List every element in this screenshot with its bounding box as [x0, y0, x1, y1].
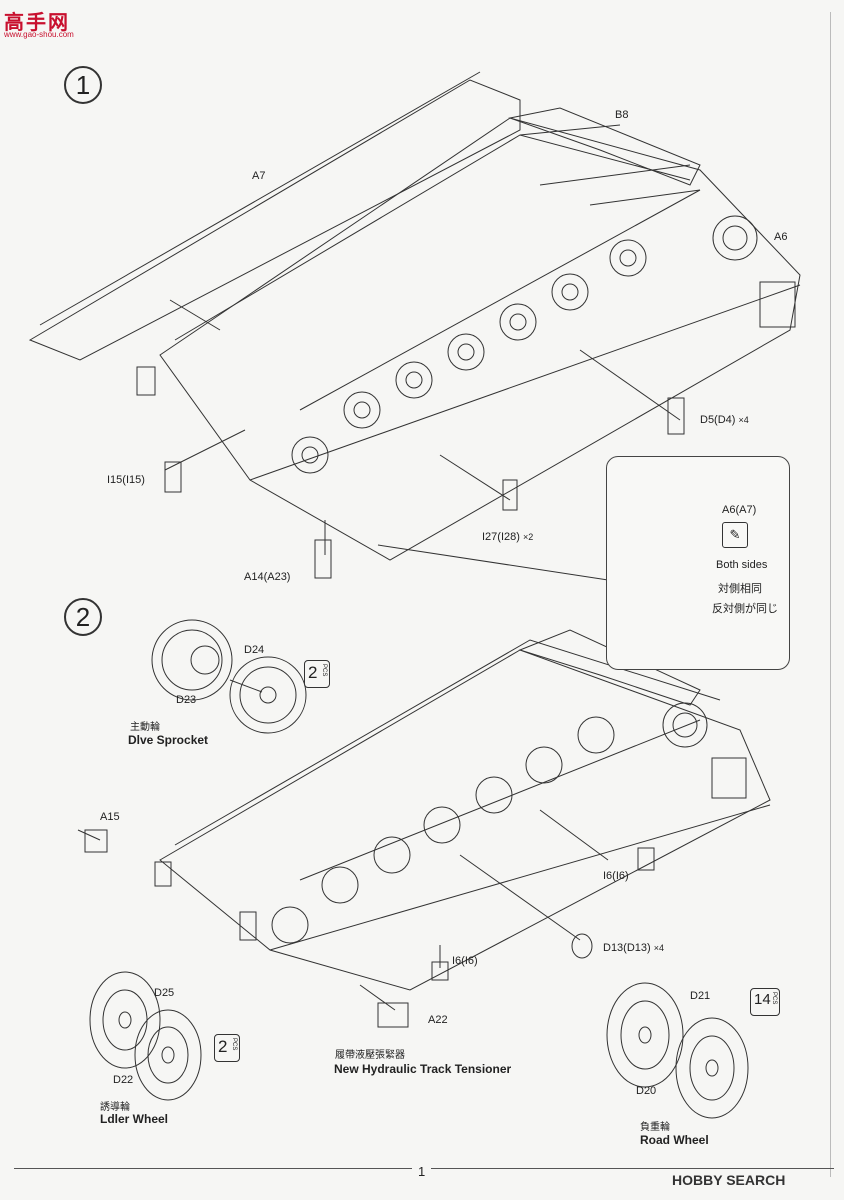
pcs-badge-sprocket: 2 PCS: [304, 660, 330, 688]
step2-road-wheels: [271, 716, 615, 944]
step-1-number: 1: [64, 66, 102, 104]
part-label-i6-upper: I6(I6): [603, 870, 629, 882]
sprocket-caption-cn: 主動輪: [130, 722, 160, 733]
part-label-a7: A7: [252, 170, 266, 182]
site-watermark: 高手网: [4, 12, 70, 34]
inset-note-jp: 反対側が同じ: [712, 602, 778, 615]
part-label-i15: I15(I15): [107, 474, 145, 486]
part-label-d24: D24: [244, 644, 265, 656]
part-label-d23: D23: [176, 694, 197, 706]
hobby-search-watermark: HOBBY SEARCH: [672, 1172, 786, 1188]
step2-hull: [159, 629, 771, 991]
step2-sprocket-d24: [229, 656, 307, 734]
step2-part-leaders: [77, 809, 655, 1028]
part-label-d13-qty: ×4: [653, 943, 665, 953]
part-label-d5: D5(D4) ×4: [700, 414, 749, 426]
idler-caption-en: Ldler Wheel: [100, 1112, 169, 1126]
page-frame: [14, 12, 831, 1177]
pcs-count: 2: [308, 663, 318, 682]
part-label-d25: D25: [154, 987, 175, 999]
part-label-b8: B8: [615, 109, 629, 121]
road-wheel-caption-en: Road Wheel: [640, 1133, 709, 1147]
idler-caption-cn: 誘導輪: [100, 1102, 130, 1113]
sprocket-caption-en: Dlve Sprocket: [128, 733, 209, 747]
part-label-i27-qty: ×2: [522, 532, 534, 542]
road-wheel-caption-cn: 負重輪: [640, 1122, 670, 1133]
step2-sprocket-d23: [151, 619, 233, 701]
inset-detail-box: [606, 456, 790, 670]
part-label-d21: D21: [690, 990, 711, 1002]
part-label-d22: D22: [113, 1074, 134, 1086]
part-label-a14: A14(A23): [244, 571, 291, 583]
step1-side-plate-a7: [28, 71, 521, 361]
step1-part-leaders: [136, 299, 685, 581]
inset-note-en: Both sides: [716, 559, 768, 571]
pcs-badge-road-wheel: 14 PCS: [750, 988, 780, 1016]
tensioner-caption-cn: 履帶液壓張緊器: [335, 1050, 405, 1061]
pcs-unit: PCS: [771, 992, 777, 1005]
pcs-badge-idler: 2 PCS: [214, 1034, 240, 1062]
cement-icon: ✎: [722, 522, 748, 548]
page-number: 1: [412, 1164, 432, 1179]
step1-hull: [159, 107, 801, 561]
pcs-unit: PCS: [321, 664, 327, 677]
tensioner-caption-en: New Hydraulic Track Tensioner: [334, 1062, 512, 1076]
step-2-number: 2: [64, 598, 102, 636]
pcs-count: 14: [754, 991, 771, 1008]
part-label-i6-lower: I6(I6): [452, 955, 478, 967]
part-label-d5-code: D5(D4): [700, 414, 736, 426]
part-label-d5-qty: ×4: [738, 415, 749, 425]
part-label-i27: I27(I28) ×2: [482, 531, 533, 543]
part-label-d13: D13(D13) ×4: [603, 942, 664, 954]
pcs-count: 2: [218, 1037, 228, 1056]
site-watermark-url: www.gao-shou.com: [4, 30, 74, 39]
part-label-i27-code: I27(I28): [482, 531, 520, 543]
pcs-unit: PCS: [231, 1038, 237, 1051]
step1-suspension-arms: [291, 239, 647, 474]
part-label-a6: A6: [774, 231, 788, 243]
inset-note-cn: 対側相同: [718, 582, 762, 595]
inset-part-label: A6(A7): [722, 504, 757, 516]
road-wheel-pair: [606, 982, 749, 1119]
part-label-a22: A22: [428, 1014, 448, 1026]
part-label-a15: A15: [100, 811, 120, 823]
idler-wheels: [89, 971, 202, 1101]
part-label-d13-code: D13(D13): [603, 942, 651, 954]
part-label-d20: D20: [636, 1085, 657, 1097]
